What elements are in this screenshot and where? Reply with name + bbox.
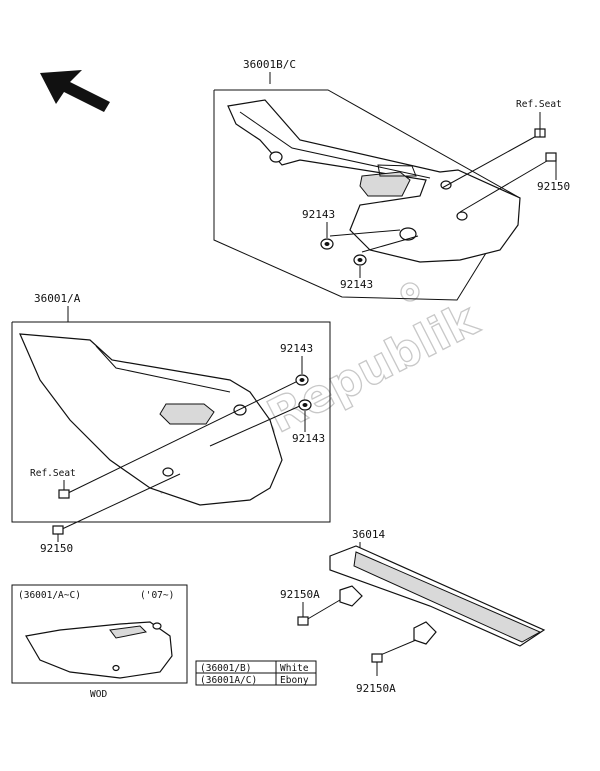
grommet-92143-top-b-icon (353, 254, 367, 266)
color-table-part-2: (36001A/C) (200, 675, 257, 686)
bolt-ref-seat-mid-icon (58, 489, 70, 499)
bolt-ref-seat-top-icon (534, 128, 546, 138)
bolt-92150A-a-icon (297, 616, 309, 626)
side-cover-lower (19, 333, 283, 506)
inset-title-right: ('07~) (140, 590, 174, 601)
label-36001A: 36001/A (34, 292, 81, 305)
grommet-92143-top-a-icon (320, 238, 334, 250)
label-36014: 36014 (352, 528, 385, 541)
side-cover-upper (227, 99, 521, 263)
label-92143-mid-b: 92143 (292, 432, 325, 445)
direction-arrow-icon (40, 70, 110, 112)
label-92143-top-b: 92143 (340, 278, 373, 291)
bolt-92150A-b-icon (371, 653, 383, 663)
color-table: (36001/B) White (36001A/C) Ebony (195, 660, 317, 686)
label-92150A-b: 92150A (356, 682, 396, 695)
watermark-gear-icon (400, 282, 420, 302)
grommet-92143-mid-b-icon (298, 399, 312, 411)
label-92143-top-a: 92143 (302, 208, 335, 221)
chain-cover-leader-lines (305, 599, 417, 657)
label-92150A-a: 92150A (280, 588, 320, 601)
label-ref-seat-top: Ref.Seat (516, 99, 562, 110)
label-92143-mid-a: 92143 (280, 342, 313, 355)
inset-box: (36001/A~C) ('07~) (11, 584, 188, 684)
label-92150-top: 92150 (537, 180, 570, 193)
middle-leader-lines (59, 379, 303, 531)
inset-title-left: (36001/A~C) (18, 590, 81, 601)
middle-side-cover-frame (11, 306, 331, 523)
bolt-92150-mid-icon (52, 525, 64, 535)
color-table-color-2: Ebony (280, 675, 309, 686)
bolt-92150-top-icon (545, 152, 557, 162)
label-ref-seat-mid: Ref.Seat (30, 468, 76, 479)
label-36001BC: 36001B/C (243, 58, 296, 71)
inset-caption: WOD (90, 689, 107, 700)
label-92150-mid: 92150 (40, 542, 73, 555)
color-table-color-1: White (280, 663, 309, 674)
grommet-92143-mid-a-icon (295, 374, 309, 386)
chain-cover (329, 545, 546, 647)
color-table-part-1: (36001/B) (200, 663, 251, 674)
top-leader-lines (329, 133, 553, 253)
top-side-cover-frame (213, 72, 521, 301)
